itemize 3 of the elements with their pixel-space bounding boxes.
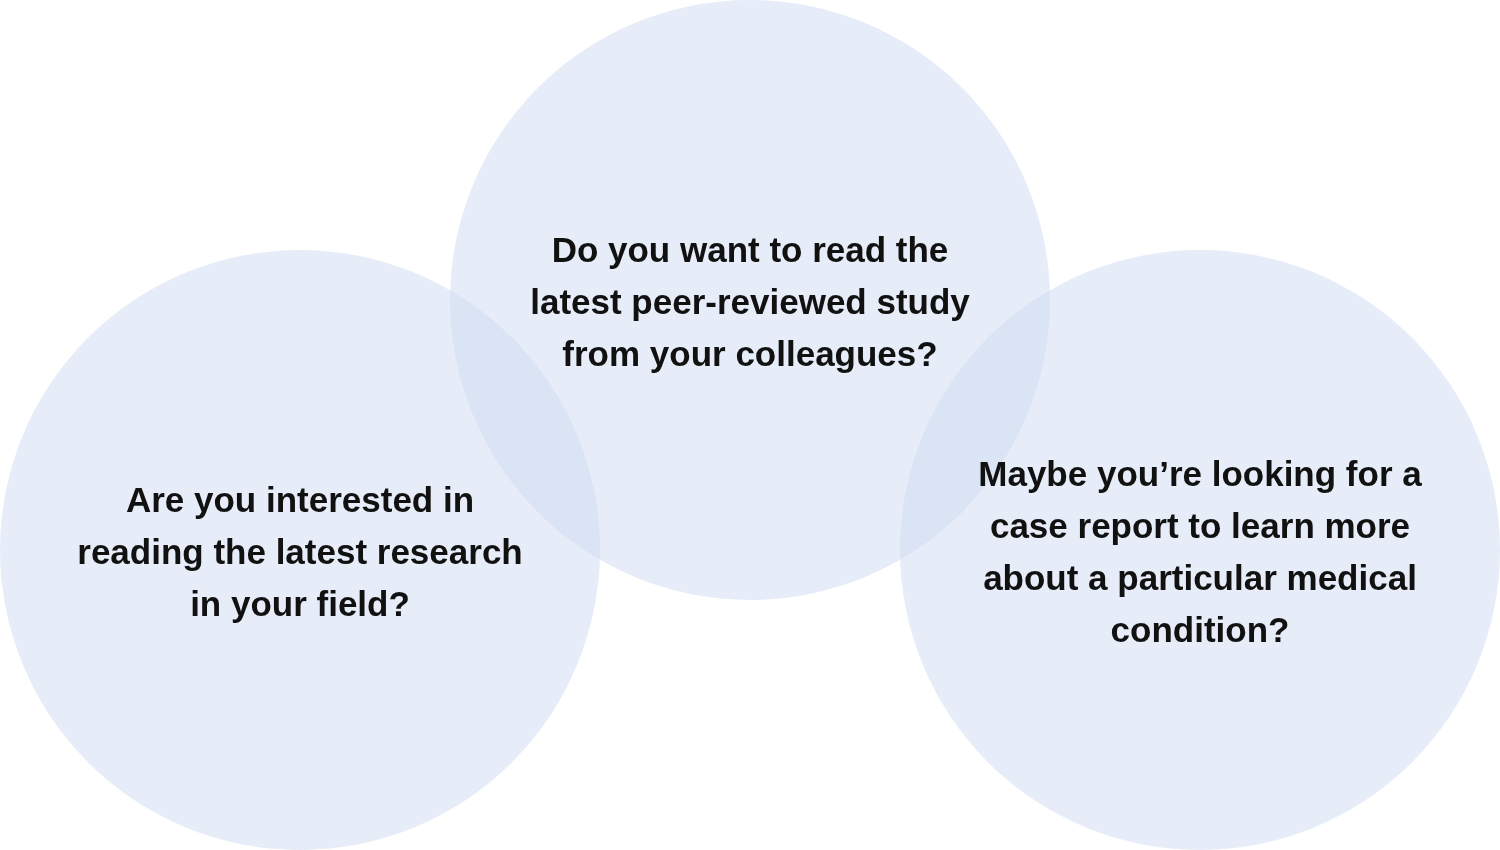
question-text: Maybe you’re looking for a case report to learn more about a particular medical condition? [977, 453, 1423, 651]
question-text: Do you want to read the latest peer-reviewed study from your colleagues? [529, 229, 971, 375]
question-text: Are you interested in reading the latest research in your field? [76, 479, 524, 625]
